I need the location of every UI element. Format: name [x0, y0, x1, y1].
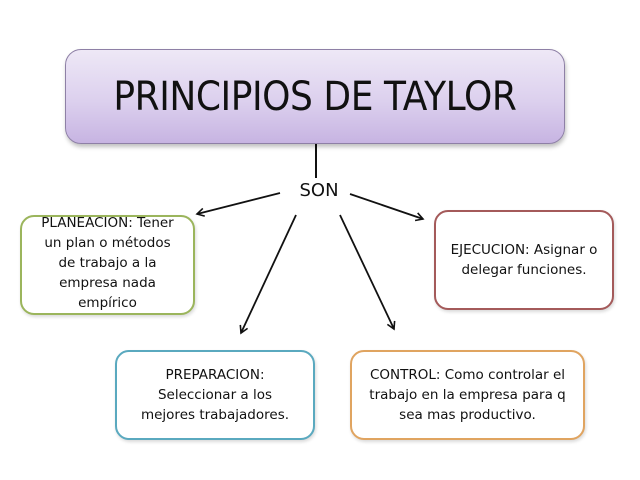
arrow-to-preparacion [239, 214, 297, 335]
title-box: PRINCIPIOS DE TAYLOR [65, 49, 565, 144]
node-control-text: CONTROL: Como controlar el trabajo en la… [369, 367, 566, 423]
node-ejecucion-text: EJECUCION: Asignar o delegar funciones. [450, 242, 598, 278]
node-planeacion: PLANEACION: Tener un plan o métodos de t… [20, 215, 195, 315]
arrow-to-planeacion [195, 192, 281, 217]
connector-label: SON [299, 180, 339, 201]
arrow-to-ejecucion [349, 193, 425, 222]
arrow-to-control [339, 214, 396, 331]
node-preparacion: PREPARACION: Seleccionar a los mejores t… [115, 350, 315, 440]
node-ejecucion: EJECUCION: Asignar o delegar funciones. [434, 210, 614, 310]
node-preparacion-text: PREPARACION: Seleccionar a los mejores t… [140, 367, 290, 423]
diagram-title: PRINCIPIOS DE TAYLOR [113, 73, 517, 120]
node-control: CONTROL: Como controlar el trabajo en la… [350, 350, 585, 440]
node-planeacion-text: PLANEACION: Tener un plan o métodos de t… [41, 215, 174, 311]
